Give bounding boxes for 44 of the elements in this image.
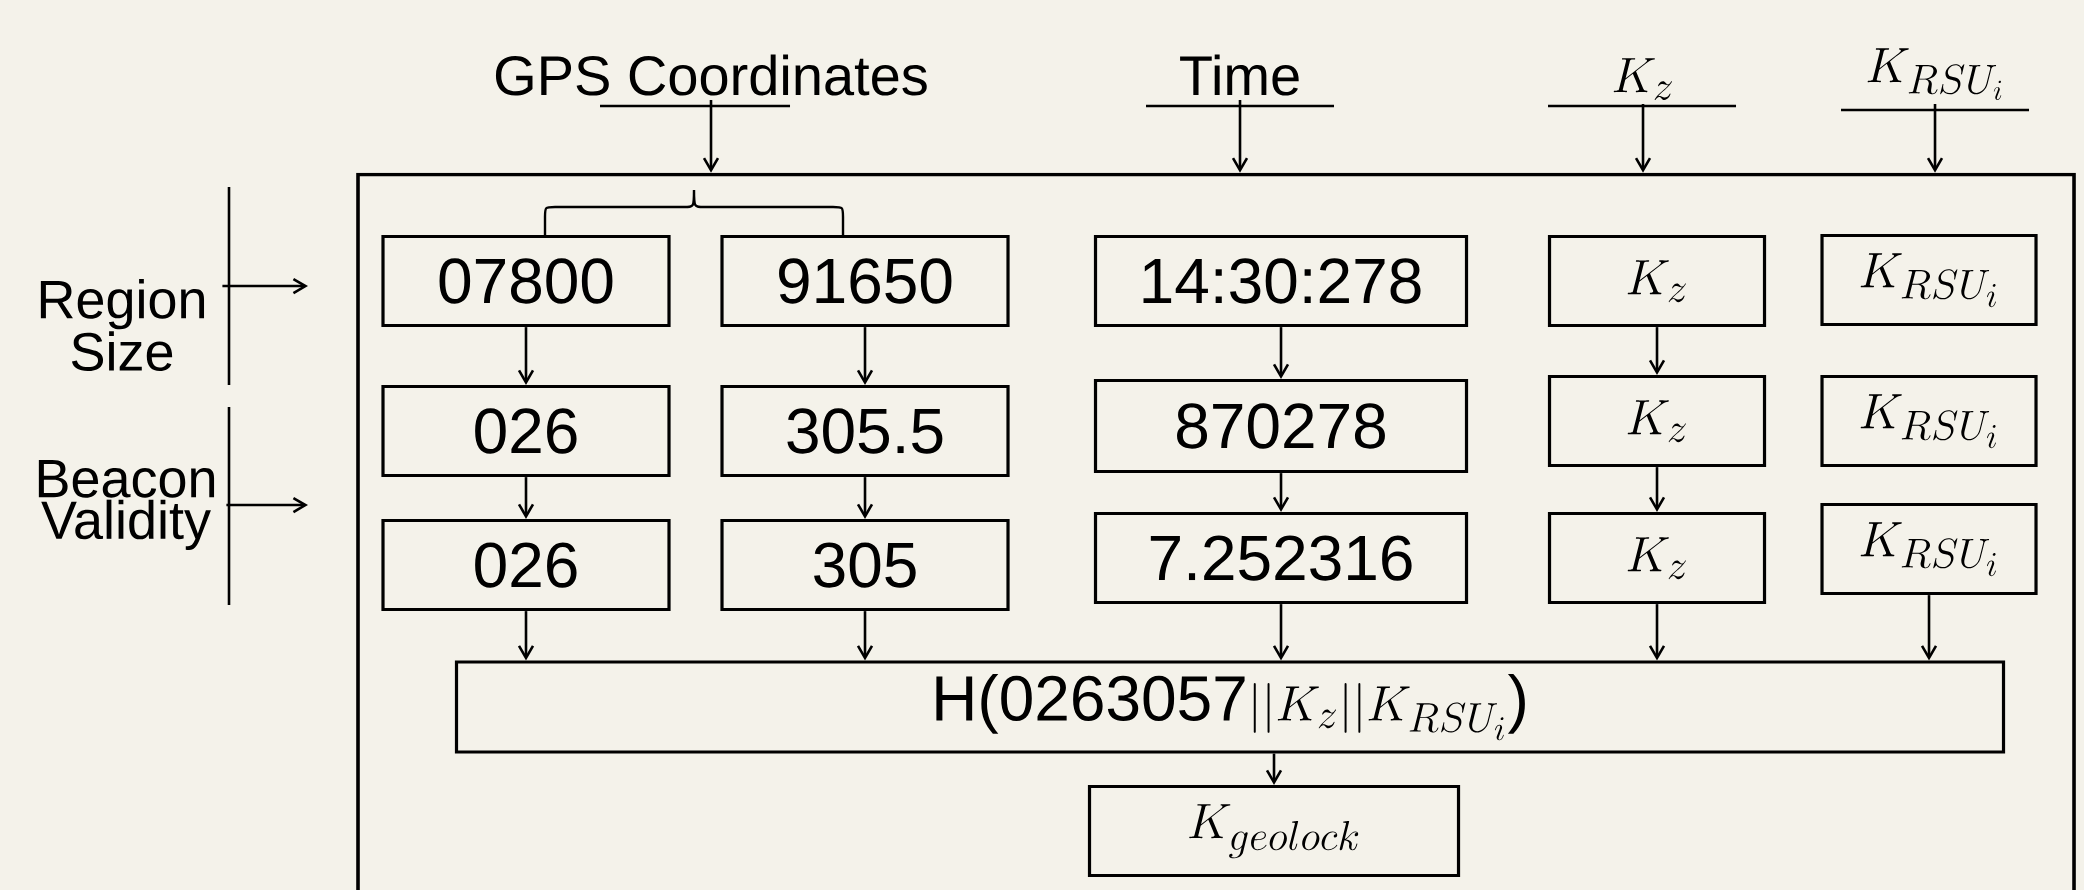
arrow [1272, 604, 1290, 661]
process-box: $K_{RSU_i}$ [1820, 374, 2038, 468]
arrow [1926, 104, 1944, 173]
arrow [1920, 595, 1938, 661]
process-box: 14:30:278 [1093, 234, 1469, 328]
arrow [1272, 327, 1290, 379]
arrow [1648, 327, 1666, 375]
outer-frame [356, 172, 2076, 890]
process-box: 305.5 [720, 384, 1010, 478]
input-label: Time [1180, 54, 1299, 96]
side-label: Beacon Validity [38, 460, 215, 550]
arrow [1231, 100, 1249, 173]
arrow [1648, 604, 1666, 661]
process-box: 91650 [720, 234, 1010, 328]
process-box: 07800 [381, 234, 671, 328]
process-box: 026 [381, 518, 671, 612]
input-label: $K_z$ [1613, 58, 1672, 100]
arrow [856, 477, 874, 519]
arrow [1272, 473, 1290, 512]
arrow [1648, 467, 1666, 512]
arrow [222, 277, 308, 295]
arrow [856, 611, 874, 661]
process-box: $K_z$ [1547, 234, 1767, 328]
arrow [702, 100, 720, 173]
input-label: $K_{RSU_i}$ [1867, 48, 2002, 100]
arrow [517, 327, 535, 385]
process-box: $K_z$ [1547, 374, 1767, 468]
arrow [856, 327, 874, 385]
arrow [1265, 753, 1283, 785]
process-box: 026 [381, 384, 671, 478]
process-box: 870278 [1093, 378, 1469, 474]
arrow [1634, 104, 1652, 173]
side-label: Region Size [40, 279, 204, 371]
arrow [517, 477, 535, 519]
process-box: 7.252316 [1093, 511, 1469, 605]
process-box: $K_{RSU_i}$ [1820, 502, 2038, 596]
process-box: $K_z$ [1547, 511, 1767, 605]
process-box: $K_{RSU_i}$ [1820, 233, 2038, 327]
process-box: $\textrm{H(0263057}||K_z||K_{RSU_i}\textrm{)}$ [454, 660, 2006, 754]
arrow [226, 496, 308, 514]
input-label: GPS Coordinates [495, 54, 927, 96]
arrow [517, 611, 535, 661]
process-box: $K_{geolock}$ [1087, 784, 1461, 878]
process-box: 305 [720, 518, 1010, 612]
